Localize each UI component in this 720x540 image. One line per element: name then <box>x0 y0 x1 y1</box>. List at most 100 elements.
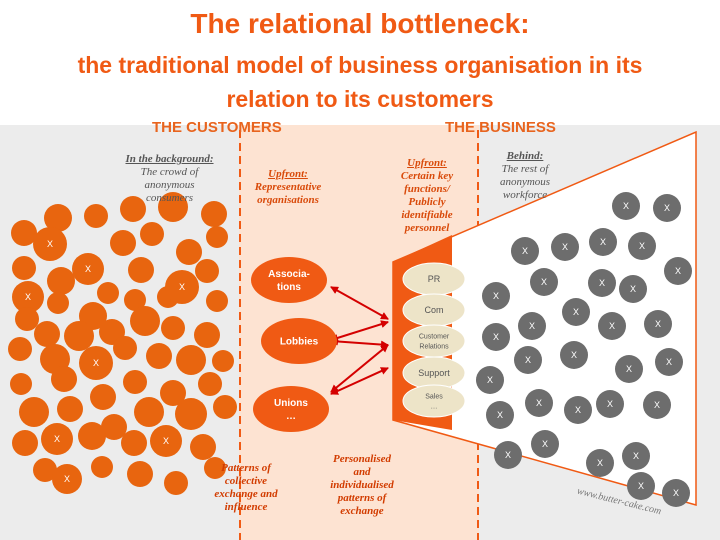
note-line: patterns of <box>337 492 387 504</box>
business-heading: THE BUSINESS <box>445 119 556 136</box>
customer-circle <box>161 316 185 340</box>
workforce-circle: X <box>586 449 614 477</box>
workforce-circle: X <box>511 237 539 265</box>
workforce-marker: X <box>571 350 577 360</box>
workforce-marker: X <box>609 321 615 331</box>
customer-circle <box>213 395 237 419</box>
customer-circle <box>15 307 39 331</box>
customer-circle: X <box>41 423 73 455</box>
workforce-marker: X <box>607 399 613 409</box>
behind-note-line: workforce <box>502 189 548 201</box>
customer-circle <box>91 456 113 478</box>
customer-circle <box>33 458 57 482</box>
customer-circle <box>84 204 108 228</box>
upfront-right-heading: Upfront: <box>407 157 447 169</box>
note-line: Patterns of <box>221 462 271 474</box>
customer-circle <box>212 350 234 372</box>
customers-heading: THE CUSTOMERS <box>152 119 282 136</box>
upfront-right-line: personnel <box>404 222 450 234</box>
workforce-marker: X <box>541 277 547 287</box>
customer-marker: X <box>179 282 185 292</box>
workforce-marker: X <box>493 291 499 301</box>
customer-circle <box>140 222 164 246</box>
customer-marker: X <box>54 434 60 444</box>
workforce-circle: X <box>530 268 558 296</box>
workforce-circle: X <box>655 348 683 376</box>
workforce-marker: X <box>562 242 568 252</box>
customer-circle <box>47 267 75 295</box>
workforce-circle: X <box>560 341 588 369</box>
function-ellipse: Sales … <box>402 384 466 418</box>
workforce-marker: X <box>626 364 632 374</box>
customer-circle <box>176 239 202 265</box>
organisation-ellipse: Associa-tions <box>251 257 327 303</box>
customer-circle <box>51 366 77 392</box>
workforce-circle: X <box>494 441 522 469</box>
organisation-label: Associa- <box>268 269 310 280</box>
customer-circle <box>164 471 188 495</box>
upfront-organisations-note: Upfront: Representative organisations <box>242 168 334 207</box>
workforce-circle: X <box>482 323 510 351</box>
workforce-marker: X <box>522 246 528 256</box>
workforce-marker: X <box>573 307 579 317</box>
function-label: Sales <box>425 393 443 400</box>
workforce-marker: X <box>600 237 606 247</box>
workforce-marker: X <box>505 450 511 460</box>
customer-circle: X <box>165 270 199 304</box>
function-ellipse: Support <box>402 356 466 390</box>
workforce-marker: X <box>623 201 629 211</box>
behind-note-heading: Behind: <box>506 150 544 162</box>
background-note-line: anonymous <box>144 179 195 191</box>
customer-circle <box>128 257 154 283</box>
workforce-marker: X <box>633 451 639 461</box>
customer-circle <box>194 322 220 348</box>
workforce-circle: X <box>589 228 617 256</box>
workforce-circle: X <box>664 257 692 285</box>
upfront-right-line: identifiable <box>401 209 453 221</box>
background-note-heading: In the background: <box>125 153 214 165</box>
workforce-marker: X <box>630 284 636 294</box>
exchange-arrow <box>330 337 389 349</box>
upfront-right-line: functions/ <box>404 183 450 195</box>
behind-note: Behind: The rest of anonymous workforce <box>489 150 561 202</box>
function-label: … <box>431 403 438 410</box>
customer-circle <box>12 430 38 456</box>
workforce-circle: X <box>531 430 559 458</box>
organisation-label: Lobbies <box>280 337 319 348</box>
workforce-marker: X <box>654 400 660 410</box>
workforce-circle: X <box>619 275 647 303</box>
note-line: and <box>353 466 371 478</box>
function-label: PR <box>428 274 441 284</box>
workforce-circle: X <box>551 233 579 261</box>
workforce-marker: X <box>638 481 644 491</box>
workforce-marker: X <box>666 357 672 367</box>
workforce-circle: X <box>518 312 546 340</box>
workforce-circle: X <box>486 401 514 429</box>
exchange-arrow <box>330 320 389 342</box>
behind-note-line: anonymous <box>499 176 551 188</box>
customer-circle: X <box>52 464 82 494</box>
workforce-marker: X <box>599 278 605 288</box>
upfront-functions-note: Upfront: Certain key functions/ Publicly… <box>388 157 466 235</box>
workforce-marker: X <box>655 319 661 329</box>
customer-circle <box>10 373 32 395</box>
behind-note-line: The rest of <box>501 163 549 175</box>
customer-circle <box>120 196 146 222</box>
workforce-marker: X <box>597 458 603 468</box>
customer-circle: X <box>79 346 113 380</box>
upfront-left-heading: Upfront: <box>268 168 308 180</box>
customer-circle <box>195 259 219 283</box>
workforce-marker: X <box>529 321 535 331</box>
customer-marker: X <box>163 436 169 446</box>
background-note-line: consumers <box>145 192 194 204</box>
customer-circle <box>64 321 94 351</box>
customer-circle <box>47 292 69 314</box>
workforce-marker: X <box>536 398 542 408</box>
workforce-circle: X <box>662 479 690 507</box>
note-line: influence <box>224 501 268 513</box>
workforce-circle: X <box>476 366 504 394</box>
background-note: In the background: The crowd of anonymou… <box>112 153 227 205</box>
subtitle-line-1: the traditional model of business organi… <box>77 52 643 78</box>
